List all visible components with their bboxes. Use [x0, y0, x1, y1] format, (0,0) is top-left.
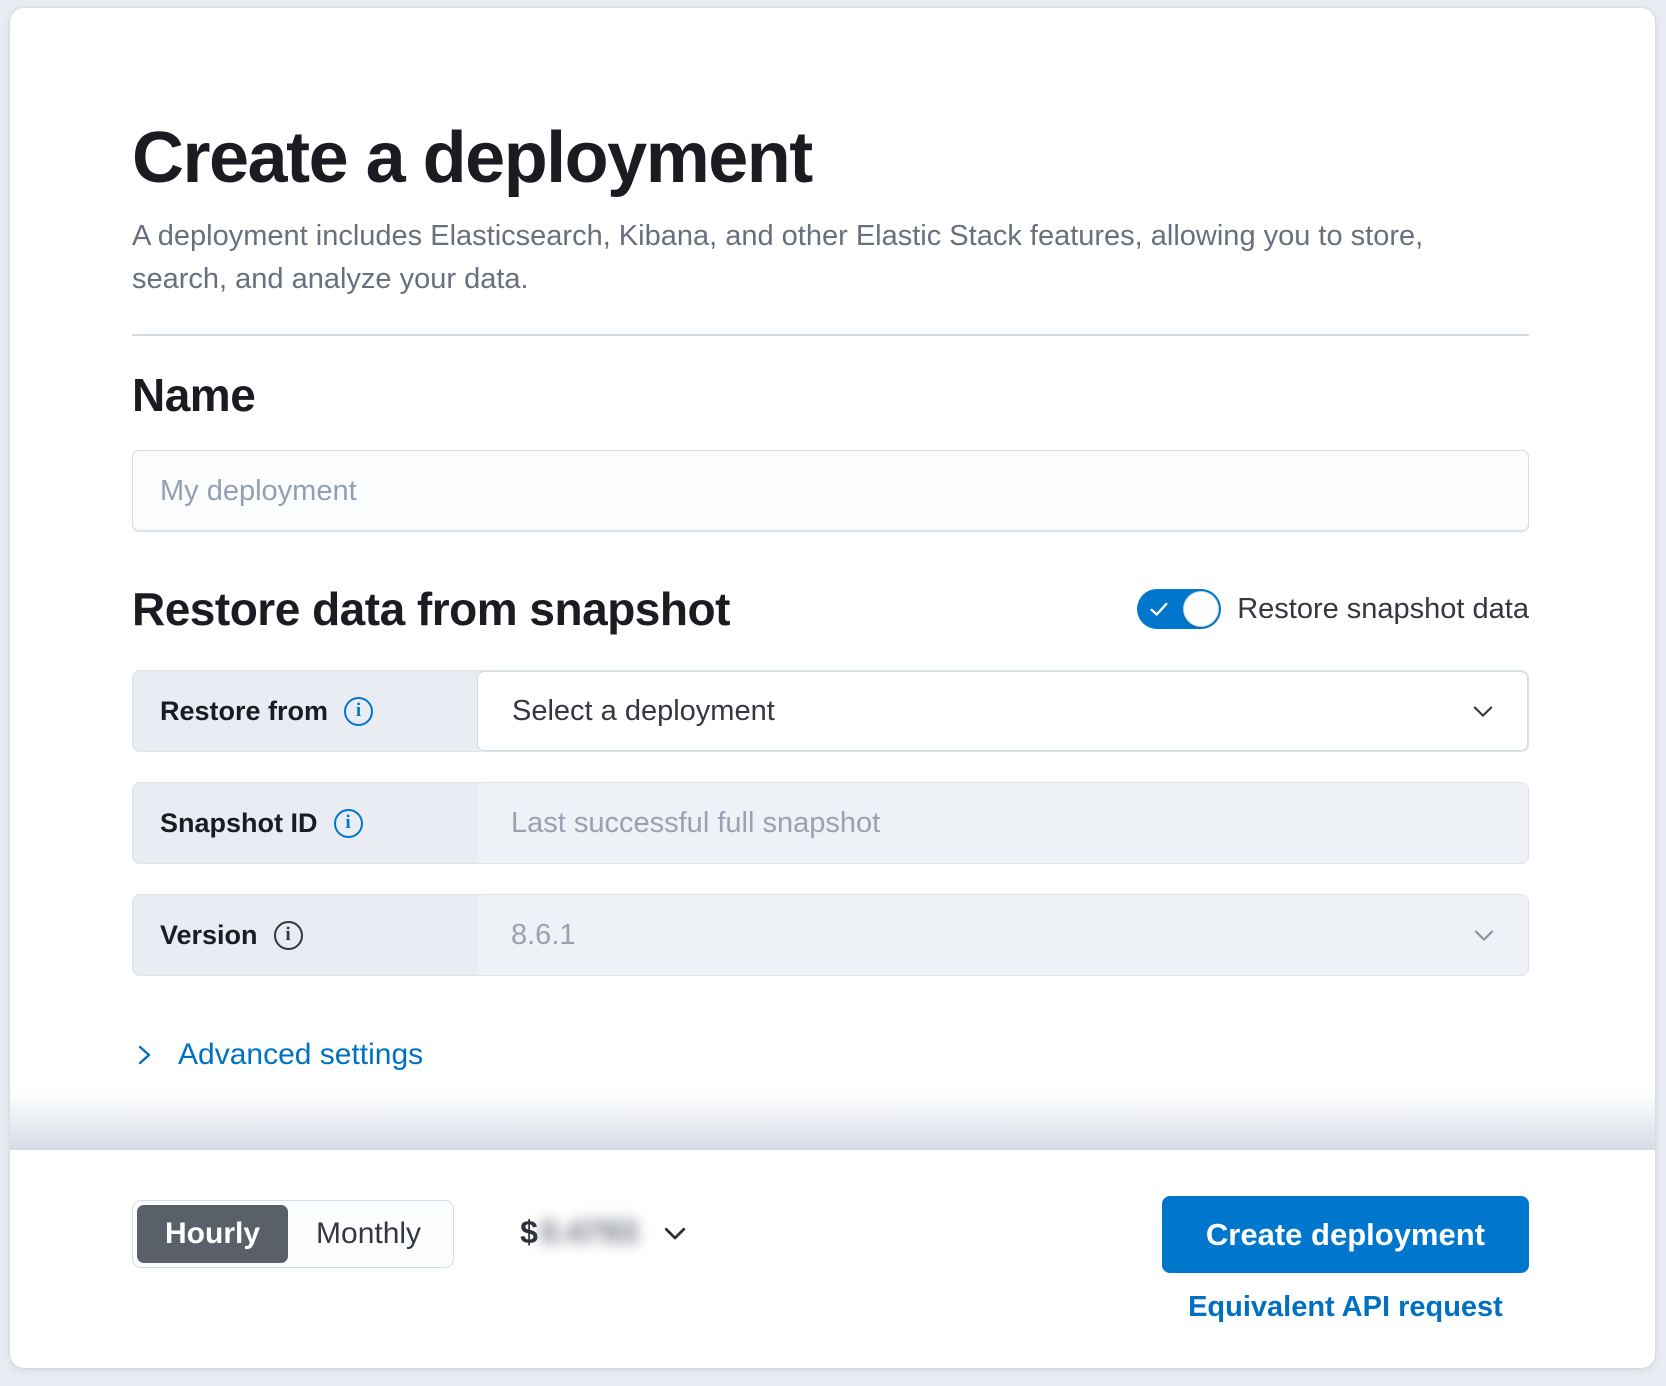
advanced-settings-label: Advanced settings — [178, 1038, 424, 1072]
restore-from-label: Restore from — [160, 695, 329, 726]
price-currency: $ — [520, 1214, 538, 1250]
snapshot-id-placeholder: Last successful full snapshot — [511, 806, 881, 839]
toggle-label: Restore snapshot data — [1237, 592, 1529, 625]
check-icon — [1150, 603, 1168, 617]
info-icon[interactable]: i — [333, 808, 363, 838]
toggle-thumb — [1183, 591, 1220, 628]
version-value: 8.6.1 — [511, 918, 576, 951]
restore-from-label-cell: Restore from i — [133, 671, 477, 751]
monthly-button[interactable]: Monthly — [288, 1205, 449, 1263]
chevron-down-icon — [1473, 706, 1493, 718]
page-subtitle: A deployment includes Elasticsearch, Kib… — [132, 219, 1424, 295]
footer-shadow — [10, 1092, 1655, 1150]
name-heading: Name — [132, 369, 256, 422]
create-deployment-button[interactable]: Create deployment — [1161, 1196, 1529, 1273]
snapshot-id-field: Last successful full snapshot — [477, 783, 1528, 864]
restore-from-select[interactable]: Select a deployment — [477, 671, 1528, 752]
restore-from-value: Select a deployment — [512, 694, 775, 727]
section-divider — [132, 334, 1529, 337]
chevron-right-icon — [138, 1046, 151, 1065]
version-label: Version — [160, 919, 258, 950]
price-dropdown[interactable]: $ 0.4793 — [520, 1214, 690, 1251]
version-row: Version i 8.6.1 — [132, 894, 1529, 977]
chevron-down-icon — [1474, 930, 1494, 942]
snapshot-id-label-cell: Snapshot ID i — [133, 783, 477, 863]
footer-bar: Hourly Monthly $ 0.4793 Create deploymen… — [10, 1150, 1655, 1368]
equivalent-api-request-link[interactable]: Equivalent API request — [1188, 1291, 1503, 1323]
snapshot-heading: Restore data from snapshot — [132, 583, 730, 636]
advanced-settings-link[interactable]: Advanced settings — [132, 1038, 423, 1072]
hourly-button[interactable]: Hourly — [137, 1205, 289, 1263]
price-amount-blurred: 0.4793 — [539, 1214, 638, 1250]
restore-snapshot-toggle[interactable] — [1137, 589, 1222, 630]
billing-interval-group: Hourly Monthly — [132, 1200, 455, 1268]
version-select: 8.6.1 — [477, 895, 1528, 976]
deployment-name-input[interactable] — [132, 450, 1529, 533]
page-title: Create a deployment — [132, 118, 813, 198]
snapshot-id-row: Snapshot ID i Last successful full snaps… — [132, 782, 1529, 865]
version-label-cell: Version i — [133, 895, 477, 975]
info-icon[interactable]: i — [273, 920, 303, 950]
create-deployment-panel: Create a deployment A deployment include… — [10, 8, 1655, 1368]
restore-from-row: Restore from i Select a deployment — [132, 670, 1529, 753]
main-content: Create a deployment A deployment include… — [10, 8, 1655, 1092]
chevron-down-icon — [664, 1227, 685, 1239]
snapshot-id-label: Snapshot ID — [160, 807, 318, 838]
info-icon[interactable]: i — [344, 696, 374, 726]
